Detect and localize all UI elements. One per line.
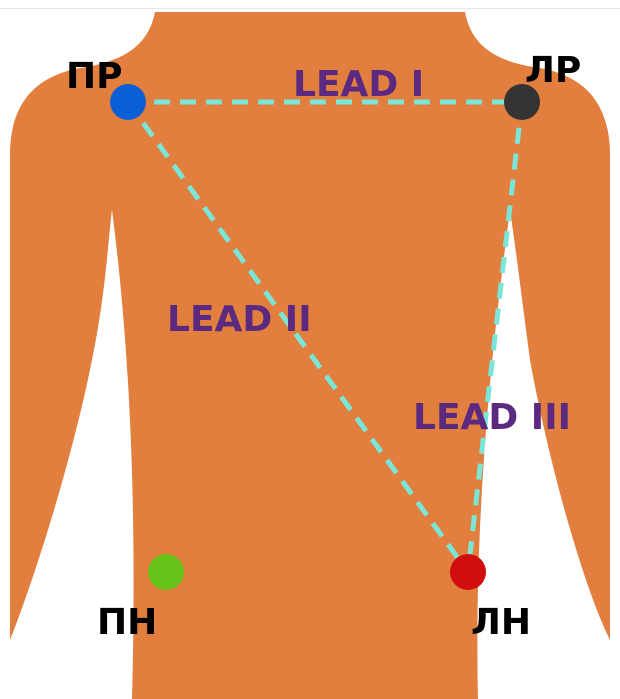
lead-iii-label: LEAD III	[413, 397, 571, 438]
electrode-label-left-leg: ЛН	[471, 602, 531, 643]
electrode-label-left-arm: ЛР	[525, 50, 581, 91]
electrode-right-leg	[148, 554, 184, 590]
electrode-label-right-leg: ПН	[97, 602, 157, 643]
lead-ii-label: LEAD II	[167, 299, 312, 340]
lead-i-label: LEAD I	[293, 64, 424, 105]
electrode-left-leg	[450, 554, 486, 590]
electrode-label-right-arm: ПР	[66, 56, 123, 97]
